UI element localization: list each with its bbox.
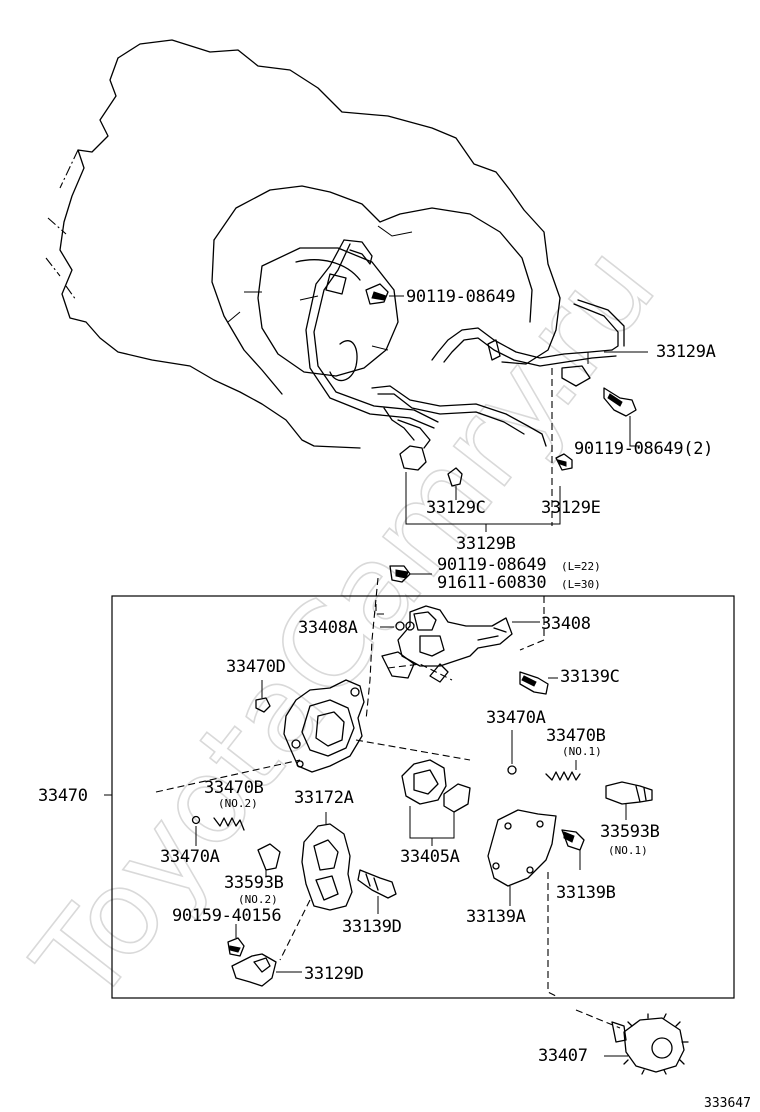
cover-drawing <box>487 809 557 906</box>
label-bolt-90159: 90159-40156 <box>172 906 281 926</box>
lever-assembly-drawing <box>381 605 540 683</box>
label-interlock: 33405A <box>400 847 460 867</box>
bolt-pair-icon <box>603 387 640 447</box>
label-bolt-d: 33139D <box>342 917 402 937</box>
label-rod-assy: 33129B <box>456 534 516 554</box>
bolt-b-icon <box>561 829 585 870</box>
label-lever-a: 33408A <box>298 618 358 638</box>
label-bolt-c: 33139C <box>560 667 620 687</box>
bolt-c-icon <box>519 671 558 695</box>
label-lever-172a: 33172A <box>294 788 354 808</box>
alignment-lines <box>155 577 621 1029</box>
pin-d-icon <box>255 680 271 713</box>
label-spring-b-left-note: (NO.2) <box>218 797 258 810</box>
label-bolt-b: 33139B <box>556 883 616 903</box>
label-gear: 33407 <box>538 1046 588 1066</box>
interlock-drawing <box>401 759 471 846</box>
spring-b-right-icon <box>545 760 581 781</box>
label-lever: 33408 <box>541 614 591 634</box>
selector-housing-drawing <box>283 679 365 773</box>
bolt-d-icon <box>357 869 397 914</box>
label-plug-left-note: (NO.2) <box>238 893 278 906</box>
label-bolt-l30-note: (L=30) <box>561 578 601 591</box>
label-plug-left: 33593B <box>224 873 284 893</box>
gear-drawing <box>604 1013 689 1075</box>
plug-right-icon <box>605 781 653 820</box>
bolt-90159-icon <box>227 924 245 957</box>
bushing-c-icon <box>447 467 463 487</box>
bolt-l22-icon <box>389 565 432 583</box>
rod-assy-bracket <box>405 351 648 532</box>
label-bolt-pair: 90119-08649(2) <box>574 439 713 459</box>
label-bolt-l22: 90119-08649 <box>437 555 546 575</box>
label-spring-b-left: 33470B <box>204 778 264 798</box>
label-bolt-l22-note: (L=22) <box>561 560 601 573</box>
label-ball-a-left: 33470A <box>160 847 220 867</box>
spring-b-left-icon <box>213 817 245 831</box>
plug-left-icon <box>257 843 281 876</box>
label-housing: 33470 <box>38 786 88 806</box>
label-plug-right-note: (NO.1) <box>608 844 648 857</box>
bolt-top-icon <box>365 283 404 305</box>
label-spring-b-right: 33470B <box>546 726 606 746</box>
label-ball-a-right: 33470A <box>486 708 546 728</box>
ball-a-right-icon <box>507 730 517 775</box>
bracket-d-drawing <box>231 953 302 987</box>
transaxle-case-drawing <box>45 39 561 449</box>
ball-a-left-icon <box>191 815 201 846</box>
shift-rod-drawing <box>305 239 625 471</box>
assembly-frame <box>111 595 735 999</box>
label-bushing-e: 33129E <box>541 498 601 518</box>
bushing-e-icon <box>555 453 573 471</box>
label-cover: 33139A <box>466 907 526 927</box>
label-pin-d: 33470D <box>226 657 286 677</box>
label-plug-right: 33593B <box>600 822 660 842</box>
label-shift-rod: 33129A <box>656 342 716 362</box>
figure-number: 333647 <box>704 1096 751 1111</box>
label-bolt-top: 90119-08649 <box>406 287 515 307</box>
lever-172a-drawing <box>301 812 353 911</box>
label-bolt-l30: 91611-60830 <box>437 573 546 593</box>
label-spring-b-right-note: (NO.1) <box>562 745 602 758</box>
label-bushing-c: 33129C <box>426 498 486 518</box>
label-bracket: 33129D <box>304 964 364 984</box>
